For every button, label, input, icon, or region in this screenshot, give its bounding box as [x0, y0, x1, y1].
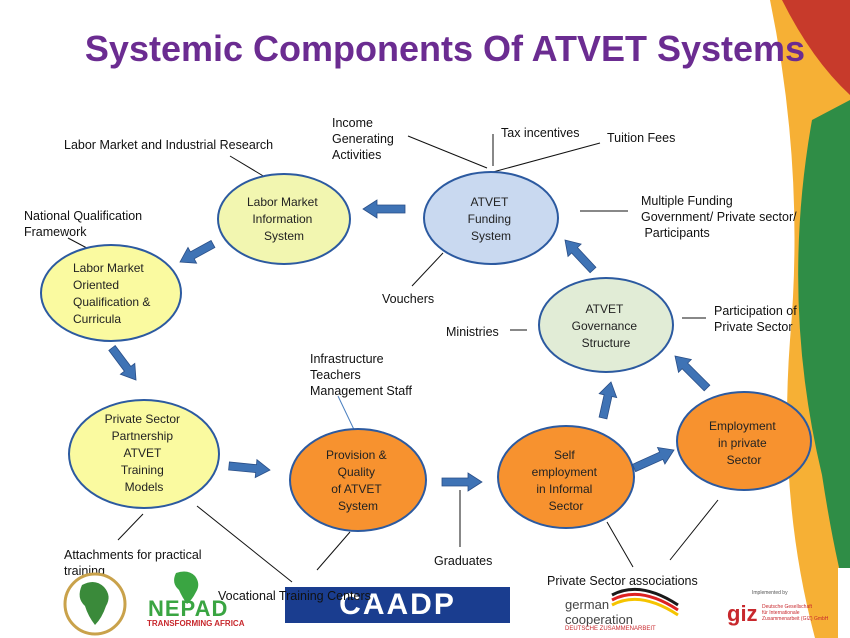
german-cooperation-subtext: DEUTSCHE ZUSAMMENARBEIT	[565, 626, 656, 632]
node-governance-label: ATVET Governance Structure	[572, 302, 641, 350]
flow-arrow	[362, 199, 406, 219]
flow-arrow	[564, 239, 597, 274]
node-provision-label: Provision & Quality of ATVET System	[326, 448, 390, 513]
german-flag-stripe-red	[611, 592, 679, 612]
nepad-logo-subtitle: TRANSFORMING AFRICA	[147, 619, 245, 628]
connector-line	[229, 155, 266, 178]
connector-line	[606, 521, 634, 568]
node-provision	[289, 428, 427, 532]
label-vouchers: Vouchers	[382, 292, 435, 306]
flow-arrow	[179, 239, 216, 264]
node-self-label: Self employment in Informal Sector	[532, 448, 601, 513]
node-psp-label: Private Sector Partnership ATVET Trainin…	[105, 412, 184, 494]
label-ministries: Ministries	[446, 325, 499, 339]
node-employment	[676, 391, 812, 491]
node-employment-label: Employment in private Sector	[709, 419, 779, 467]
label-participation: Participation of Private Sector	[714, 304, 797, 334]
label-vocational-training: Vocational Training Centers	[218, 589, 371, 603]
node-lmis	[217, 173, 351, 265]
node-lmoq	[40, 244, 182, 342]
label-multiple-funding: Multiple Funding Government/ Private sec…	[641, 194, 797, 240]
node-self	[497, 425, 635, 529]
connector-line	[407, 135, 488, 169]
arrows-group	[108, 199, 711, 492]
nepad-logo-text: NEPAD	[148, 596, 229, 621]
label-income-generating: Income Generating Activities	[332, 116, 394, 162]
german-cooperation-text: german	[565, 597, 610, 612]
caadp-logo: CAADP	[285, 587, 510, 623]
german-flag-stripe-gold	[611, 597, 679, 617]
connector-line	[316, 531, 351, 571]
giz-logo: giz	[727, 601, 758, 626]
giz-logo-text: Deutsche Gesellschaft für Internationale…	[762, 604, 829, 622]
label-private-sector-associations: Private Sector associations	[547, 574, 698, 588]
page-title: Systemic Components Of ATVET Systems	[84, 28, 806, 69]
flow-arrow	[674, 355, 711, 392]
german-cooperation-text-2: cooperation	[565, 612, 633, 627]
connector-line	[411, 252, 444, 287]
label-tuition-fees: Tuition Fees	[607, 131, 676, 145]
german-flag-stripe-black	[611, 587, 679, 607]
node-psp	[68, 399, 220, 509]
label-tax-incentives: Tax incentives	[501, 126, 580, 140]
node-governance	[538, 277, 674, 373]
label-infrastructure: Infrastructure Teachers Management Staff	[310, 352, 412, 398]
connector-line	[492, 142, 601, 173]
label-graduates: Graduates	[434, 554, 493, 568]
nepad-africa-icon	[174, 571, 199, 604]
node-lmoq-label: Labor Market Oriented Qualification & Cu…	[73, 261, 154, 326]
flow-arrow	[108, 345, 137, 381]
flow-arrow	[441, 472, 483, 492]
connector-line	[196, 505, 293, 583]
connector-line	[669, 499, 719, 561]
flow-arrow	[631, 446, 675, 473]
giz-implemented-by: Implemented by	[752, 590, 788, 596]
flow-arrow	[598, 381, 618, 420]
flow-arrow	[228, 458, 271, 479]
node-funding-label: ATVET Funding System	[468, 195, 515, 243]
label-labor-market-research: Labor Market and Industrial Research	[64, 138, 274, 152]
connector-line	[117, 513, 144, 541]
label-nqf: National Qualification Framework	[24, 209, 143, 239]
node-funding	[423, 171, 559, 265]
node-lmis-label: Labor Market Information System	[247, 195, 321, 243]
africa-map-icon	[79, 581, 109, 625]
